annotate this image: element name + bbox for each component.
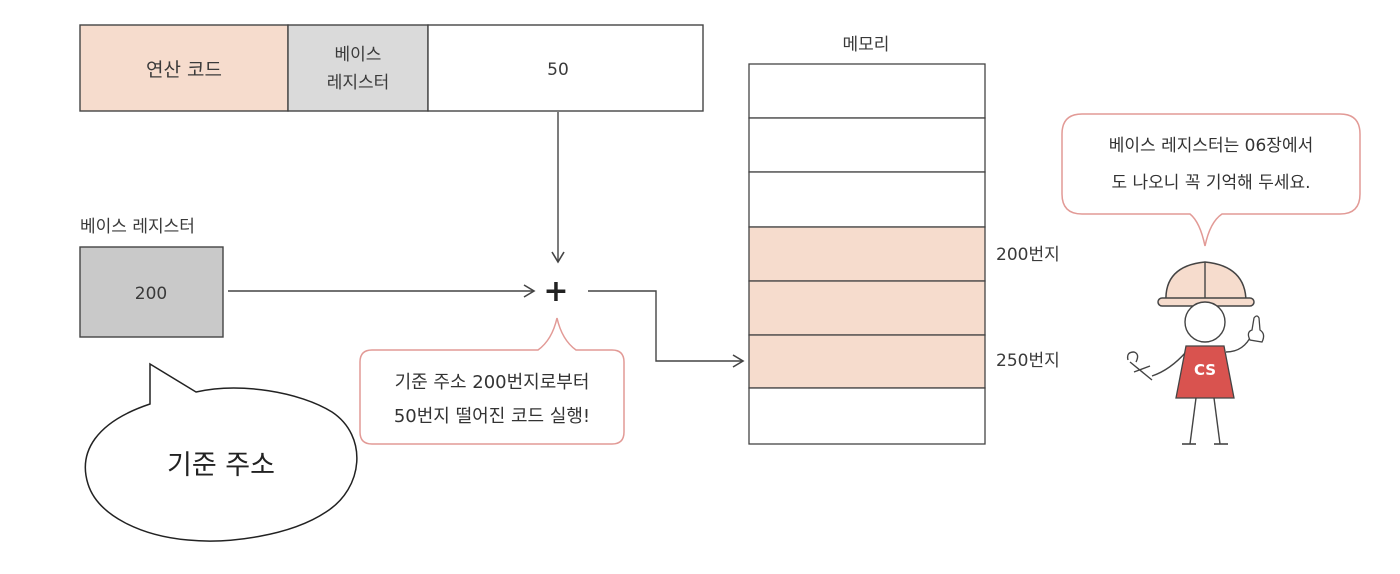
callout-box bbox=[359, 317, 625, 445]
speech-bubble-text: 기준 주소 bbox=[167, 450, 275, 481]
shirt-logo: CS bbox=[1194, 361, 1216, 379]
register-field-label-line2: 레지스터 bbox=[327, 73, 390, 93]
character-illustration: CS bbox=[1126, 261, 1265, 445]
memory-row-1 bbox=[748, 63, 986, 119]
register-field-label-line1: 베이스 bbox=[335, 45, 382, 65]
opcode-label: 연산 코드 bbox=[146, 59, 222, 81]
speech-bubble: 기준 주소 bbox=[84, 362, 358, 542]
memory-row-3 bbox=[748, 171, 986, 228]
memory-title: 메모리 bbox=[843, 35, 890, 55]
character-bubble-shape bbox=[1061, 113, 1361, 247]
instruction-format: 연산 코드 베이스 레지스터 50 bbox=[79, 24, 704, 112]
memory-row-2 bbox=[748, 117, 986, 173]
memory-address-250: 250번지 bbox=[996, 351, 1060, 371]
base-register-box bbox=[79, 246, 224, 338]
register-field bbox=[287, 24, 429, 112]
character-shirt bbox=[1175, 345, 1235, 399]
memory-row-7 bbox=[748, 387, 986, 445]
character-bubble-line2: 도 나오니 꼭 기억해 두세요. bbox=[1111, 173, 1310, 193]
memory-address-200: 200번지 bbox=[996, 245, 1060, 265]
callout-line1: 기준 주소 200번지로부터 bbox=[395, 372, 590, 393]
callout: 기준 주소 200번지로부터 50번지 떨어진 코드 실행! bbox=[359, 317, 625, 445]
memory-row-6 bbox=[748, 334, 986, 389]
operand-value: 50 bbox=[547, 60, 569, 80]
callout-line2: 50번지 떨어진 코드 실행! bbox=[394, 406, 590, 427]
character-head bbox=[1184, 301, 1226, 343]
adder-symbol: + bbox=[543, 274, 568, 309]
helmet-icon bbox=[1165, 261, 1247, 303]
operand-field bbox=[427, 24, 704, 112]
speech-bubble-shape bbox=[84, 362, 358, 542]
base-register-title: 베이스 레지스터 bbox=[80, 217, 195, 237]
memory-row-4 bbox=[748, 226, 986, 282]
pointing-hand-icon bbox=[1247, 315, 1265, 343]
opcode-field bbox=[79, 24, 289, 112]
wrench-icon bbox=[1126, 351, 1153, 381]
base-register: 베이스 레지스터 200 bbox=[79, 217, 224, 338]
memory-row-5 bbox=[748, 280, 986, 336]
memory: 메모리 200번지 250번지 bbox=[748, 35, 1060, 445]
base-register-value: 200 bbox=[135, 284, 167, 304]
character-bubble-line1: 베이스 레지스터는 06장에서 bbox=[1109, 136, 1313, 156]
address-arrow bbox=[588, 290, 745, 368]
tool-arm bbox=[1151, 351, 1187, 377]
character-bubble: 베이스 레지스터는 06장에서 도 나오니 꼭 기억해 두세요. bbox=[1061, 113, 1361, 247]
